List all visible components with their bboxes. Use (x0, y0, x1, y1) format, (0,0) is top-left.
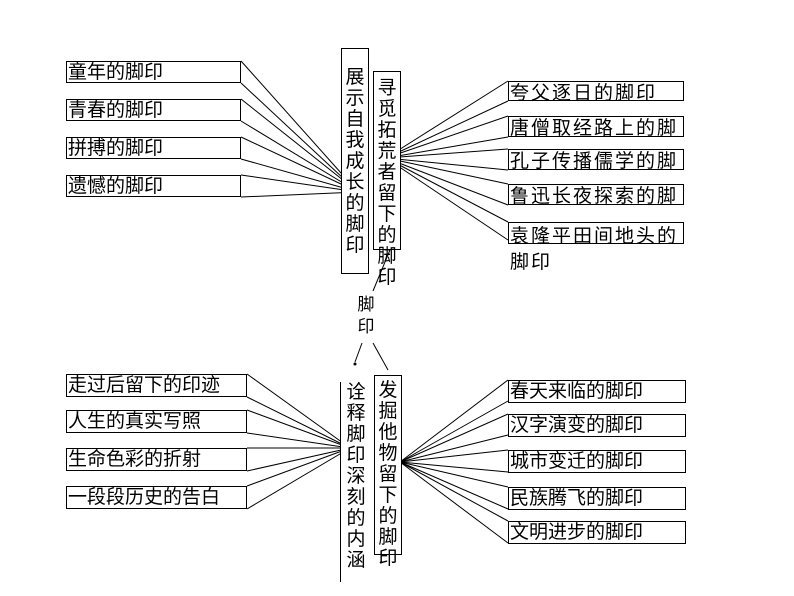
leaf-lu-xun: 鲁迅长夜探索的脚印 (508, 184, 684, 205)
branch-self-growth: 展示自我成长的脚印 (341, 48, 369, 274)
leaf-regret: 遗憾的脚印 (66, 175, 241, 197)
leaf-struggle: 拼搏的脚印 (66, 137, 241, 159)
leaf-childhood: 童年的脚印 (66, 61, 241, 83)
branch-meaning: 诠释脚印深刻的内涵 (340, 382, 371, 582)
leaf-life-colors: 生命色彩的折射 (66, 448, 247, 471)
leaf-life-portrait: 人生的真实写照 (66, 410, 247, 433)
leaf-spring: 春天来临的脚印 (508, 380, 686, 403)
leaf-civilization: 文明进步的脚印 (508, 521, 686, 544)
leaf-traces: 走过后留下的印迹 (66, 374, 247, 397)
leaf-tang-monk: 唐僧取经路上的脚印 (508, 116, 684, 137)
leaf-nation: 民族腾飞的脚印 (508, 487, 686, 510)
leaf-history: 一段段历史的告白 (66, 486, 247, 509)
leaf-kuafu: 夸父逐日的脚印 (508, 81, 684, 101)
center-footprint: 脚印 (357, 295, 375, 337)
leaf-city: 城市变迁的脚印 (508, 450, 686, 473)
leaf-characters: 汉字演变的脚印 (508, 414, 686, 437)
leaf-confucius: 孔子传播儒学的脚印 (508, 149, 684, 170)
leaf-youth: 青春的脚印 (66, 99, 241, 121)
branch-other-things: 发掘他物留下的脚印 (374, 375, 402, 569)
leaf-yuan-longping: 袁隆平田间地头的脚印 (508, 222, 684, 273)
branch-pioneers: 寻觅拓荒者留下的脚印 (373, 71, 401, 288)
